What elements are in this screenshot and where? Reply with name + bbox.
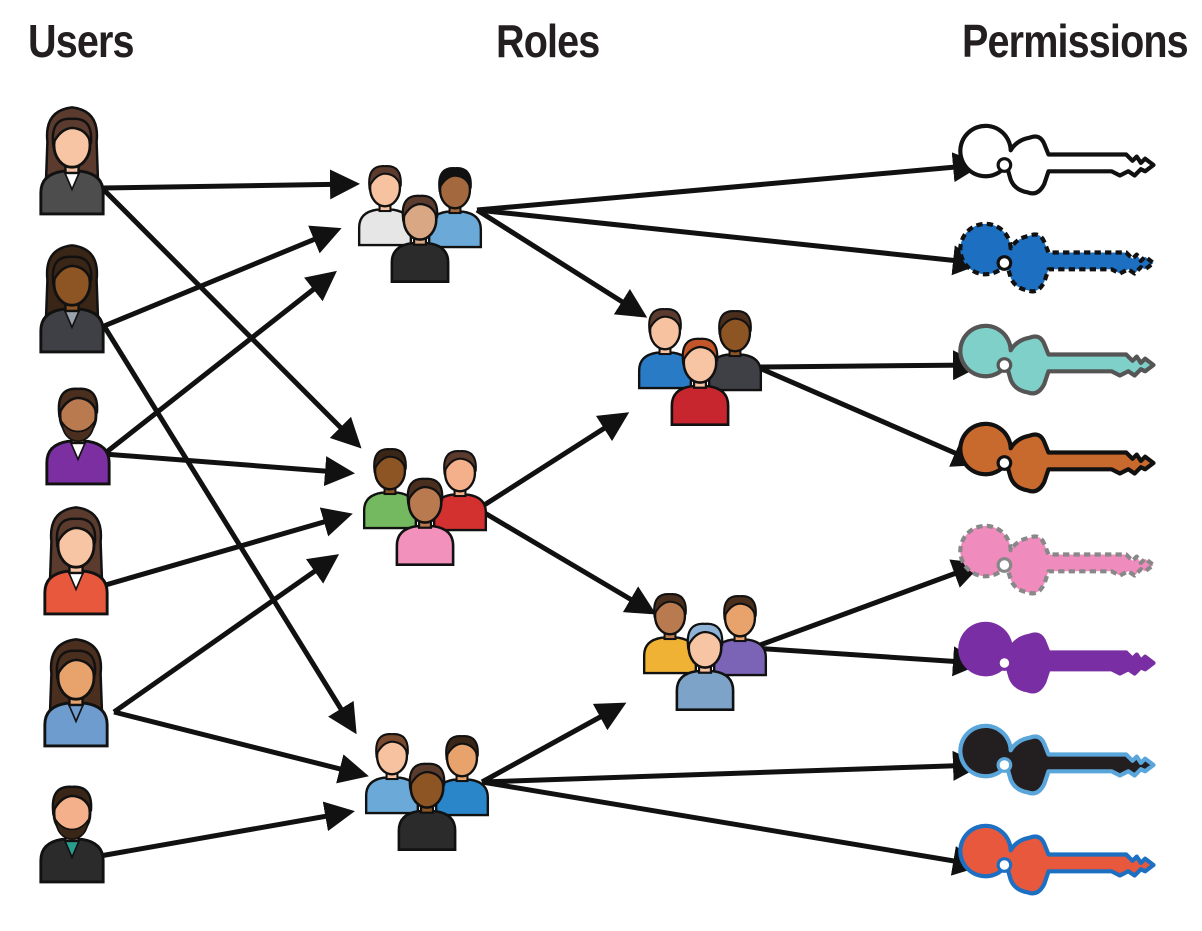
permission-key-icon-4 <box>958 421 1156 494</box>
permission-key-icon-5 <box>958 523 1156 596</box>
arrow-r4-to-k3 <box>756 350 983 381</box>
permission-key-icon-7 <box>958 723 1156 796</box>
permission-key-icon-6 <box>958 621 1156 694</box>
arrow-u2-to-r1 <box>103 225 342 329</box>
arrow-r4-to-k4 <box>756 364 983 467</box>
user-avatar-2 <box>39 244 105 354</box>
permission-key-icon-2 <box>958 221 1156 294</box>
arrow-u1-to-r2 <box>100 186 362 449</box>
arrows-layer <box>99 152 983 876</box>
arrow-r3-to-r5 <box>480 702 627 785</box>
roles-column-heading: Roles <box>496 15 600 67</box>
permission-key-icon-1 <box>958 123 1156 196</box>
arrow-u6-to-r3 <box>99 801 355 859</box>
role-group-3 <box>364 733 490 852</box>
user-avatar-4 <box>43 506 109 616</box>
arrow-r5-to-k6 <box>751 645 983 677</box>
arrow-u3-to-r1 <box>102 270 337 456</box>
user-avatar-6 <box>39 785 105 884</box>
arrow-r3-to-k7 <box>481 750 983 785</box>
arrow-u4-to-r2 <box>101 507 353 589</box>
arrow-u5-to-r3 <box>113 709 369 784</box>
arrow-r1-to-r4 <box>475 207 648 318</box>
arrow-r1-to-k2 <box>476 207 983 276</box>
users-column-heading: Users <box>28 15 135 67</box>
user-avatar-1 <box>39 106 105 216</box>
arrow-r3-to-k8 <box>481 779 983 876</box>
arrow-r2-to-r4 <box>476 412 630 512</box>
arrow-u5-to-r2 <box>112 554 340 715</box>
arrow-r1-to-k1 <box>476 152 983 213</box>
role-group-1 <box>357 165 483 284</box>
permission-key-icon-3 <box>958 323 1156 396</box>
role-group-4 <box>637 308 763 427</box>
arrow-r2-to-r5 <box>476 506 657 615</box>
user-avatar-5 <box>43 638 109 748</box>
role-group-2 <box>362 448 488 567</box>
nodes-layer <box>39 106 1156 896</box>
arrow-u1-to-r1 <box>101 169 360 200</box>
arrow-u3-to-r2 <box>103 451 355 487</box>
role-group-5 <box>642 593 768 712</box>
permission-key-icon-8 <box>958 823 1156 896</box>
arrow-u2-to-r3 <box>101 324 357 735</box>
arrow-r5-to-k5 <box>751 559 983 651</box>
permissions-column-heading: Permissions <box>962 15 1189 67</box>
user-avatar-3 <box>45 387 111 486</box>
